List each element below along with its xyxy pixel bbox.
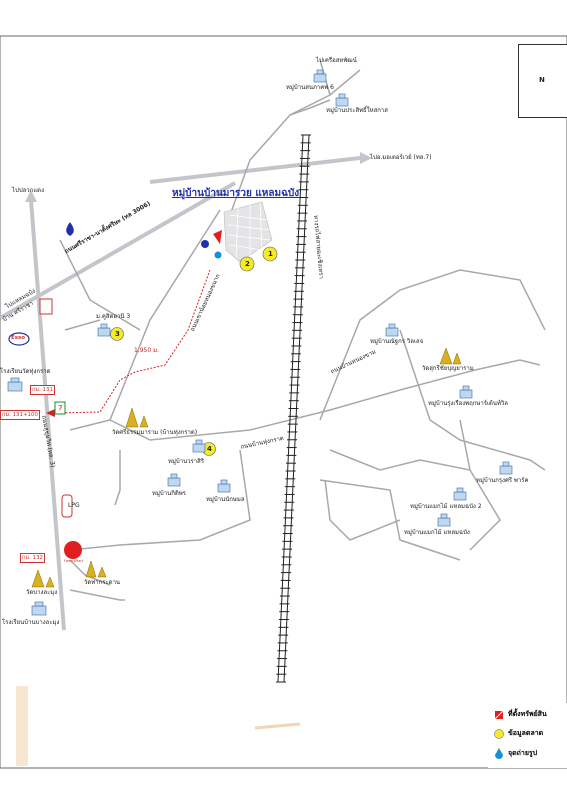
place-prasit: หมู่บ้านประสิทธิ์ใหสกาส: [326, 107, 388, 114]
market-marker-3: [110, 327, 124, 341]
map-title: หมู่บ้านบ้านมารวย แหลมฉบัง: [172, 188, 300, 199]
legend-site-label: ที่ตั้งทรัพย์สิน: [508, 710, 547, 718]
place-moo-kithsap: หมู่บ้านกิติพร: [152, 490, 186, 497]
place-school-1: โรงเรียนวัดทุ่งกราด: [0, 368, 51, 375]
site-marker: [213, 230, 222, 244]
marker-4-label: 4: [207, 445, 212, 453]
place-wat-sukhonyaram: วัดสุกรีชัยบุญยาราม: [422, 365, 474, 372]
cropped-corner: [16, 686, 28, 766]
motorway-arrow: [360, 152, 372, 164]
place-moo-laem-1: หมู่บ้านแมกไม้ แหลมฉบัง 2: [410, 503, 482, 510]
railway-ties: [276, 134, 311, 683]
legend-photo-label: จุดถ่ายรูป: [508, 748, 538, 757]
esso-icon: [8, 332, 30, 346]
legend-market: ข้อมูลตลาด: [494, 728, 543, 739]
village-icons: [7, 69, 513, 616]
market-markers: [110, 246, 278, 456]
place-khuenthong: ม.คูสิตอานิ 3: [96, 313, 131, 320]
place-sahaphat: ไปเครือสหพัฒน์: [316, 57, 357, 64]
lpg-tank-icon: [61, 494, 73, 518]
marker-3-label: 3: [115, 330, 120, 338]
place-sanphalaw: หมู่บ้านสนภาคพ 6: [286, 84, 334, 91]
poi-icons: [8, 222, 82, 559]
place-wat-siriraksa: วัดศรีธรรมมาราม (บ้านทุ่งกราด): [112, 429, 198, 436]
place-school-2: โรงเรียนบ้านบางละมุง: [2, 619, 60, 626]
map-frame: [0, 35, 567, 769]
familymart-label: FamilyMart: [64, 559, 84, 563]
legend-site-icon: [494, 710, 504, 719]
place-lpg: LPG: [68, 502, 80, 509]
road-label-motorway: ไปอ.มอเตอร์เวย์ (ทล.7): [370, 154, 432, 161]
esso-label: Esso: [11, 335, 26, 341]
motorway-road: [149, 156, 361, 184]
legend-market-label: ข้อมูลตลาด: [508, 729, 544, 737]
road-label-pluak-daeng: ไปปลวกแดง: [12, 187, 45, 194]
seven-eleven-icon: [54, 401, 66, 415]
market-marker-1: [262, 246, 278, 262]
marker-2-label: 2: [245, 260, 250, 268]
temple-icons: [31, 347, 462, 588]
km-131-label: กม. 131: [30, 385, 55, 395]
place-wat-bang: วัดบางละมุง: [26, 589, 58, 596]
place-moo-laem-2: หมู่บ้านแมกไม้ แหลมฉบัง: [404, 529, 470, 536]
legend-photo: จุดถ่ายรูป: [494, 747, 537, 759]
familymart-icon: [64, 541, 82, 559]
legend-photo-icon: [495, 748, 503, 759]
diagonal-highway: [0, 181, 236, 320]
marker-1-label: 1: [268, 250, 273, 258]
distance-route: [54, 269, 211, 414]
place-moo-krungthep: หมู่บ้านกรุงศรี พาร์ค: [476, 477, 529, 484]
school-sign-icon: [39, 298, 53, 315]
photo-point-1: [214, 251, 222, 259]
north-arrow-road: [25, 190, 37, 202]
sukhumvit-road: [29, 199, 66, 631]
km-132-label: กม. 132: [20, 553, 45, 563]
km-131-100-label: กม. 131+100: [0, 410, 41, 420]
cropped-mark: [254, 722, 301, 730]
north-label: N: [539, 76, 545, 84]
subdivision-grid: [223, 201, 273, 263]
route-arrow: [46, 409, 55, 417]
photo-point-2: [201, 240, 209, 248]
seven-eleven-label: 7: [58, 404, 63, 412]
place-wat-thaikradan: วัดท่ากระดาน: [84, 579, 121, 586]
map-legend: ที่ตั้งทรัพย์สิน ข้อมูลตลาด จุดถ่ายรูป: [488, 703, 567, 768]
place-moo-thanakorn: หมู่บ้านณัฐกร วิลเลจ: [370, 338, 424, 345]
legend-market-icon: [494, 728, 504, 739]
legend-site: ที่ตั้งทรัพย์สิน: [494, 709, 547, 720]
place-moo-sahamongkol: หมู่บ้านนักษมล: [206, 496, 245, 503]
market-marker-2: [239, 256, 255, 272]
place-moo-rungrueang: หมู่บ้านรุ่งเรืองพฤกษาร์เด้นท์วิล: [428, 400, 508, 407]
distance-label: 1,950 ม.: [134, 347, 159, 354]
fuel-icon: [66, 222, 74, 236]
north-compass: [518, 44, 567, 118]
place-moo-rasi: หมู่บ้านวราสิริ: [168, 458, 205, 465]
